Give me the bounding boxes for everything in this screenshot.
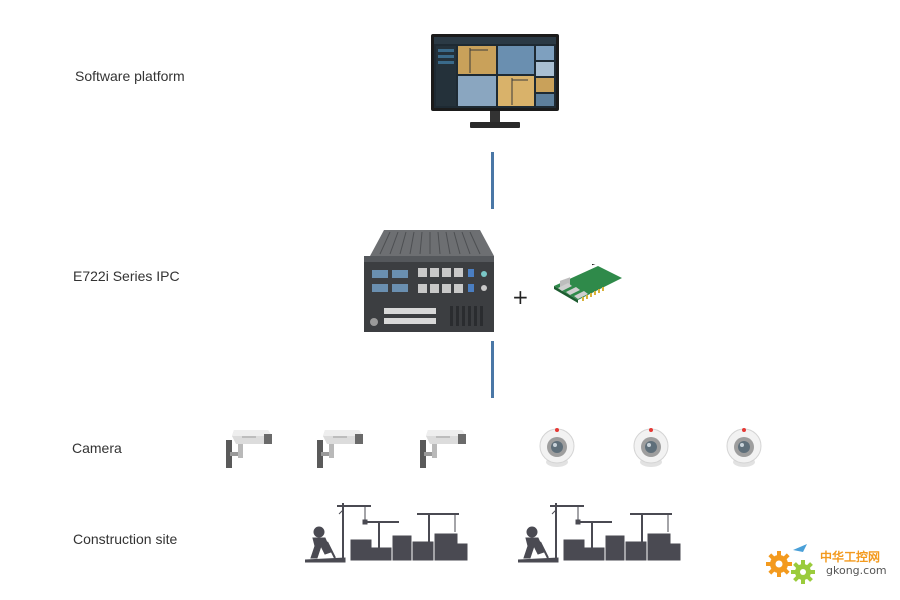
watermark-domain-text: gkong.com <box>826 564 887 577</box>
connector-line-bottom <box>491 341 494 398</box>
dome-camera-icon <box>726 428 762 467</box>
dome-camera-icon <box>633 428 669 467</box>
connector-line-top <box>491 152 494 209</box>
label-camera: Camera <box>72 440 122 456</box>
label-software-platform: Software platform <box>75 68 185 84</box>
industrial-pc-icon <box>364 230 494 332</box>
bullet-camera-icon <box>420 430 466 468</box>
plus-sign: + <box>512 285 529 309</box>
gear-logo-icon <box>766 544 815 584</box>
bullet-camera-icon <box>226 430 272 468</box>
monitor-icon <box>431 34 559 128</box>
network-card-icon <box>554 264 622 303</box>
dome-camera-icon <box>539 428 575 467</box>
construction-site-icon <box>518 503 681 563</box>
construction-site-icon <box>305 503 468 563</box>
label-ipc: E722i Series IPC <box>73 268 180 284</box>
label-construction-site: Construction site <box>73 531 178 547</box>
bullet-camera-icon <box>317 430 363 468</box>
watermark-chinese-text: 中华工控网 <box>820 550 881 564</box>
